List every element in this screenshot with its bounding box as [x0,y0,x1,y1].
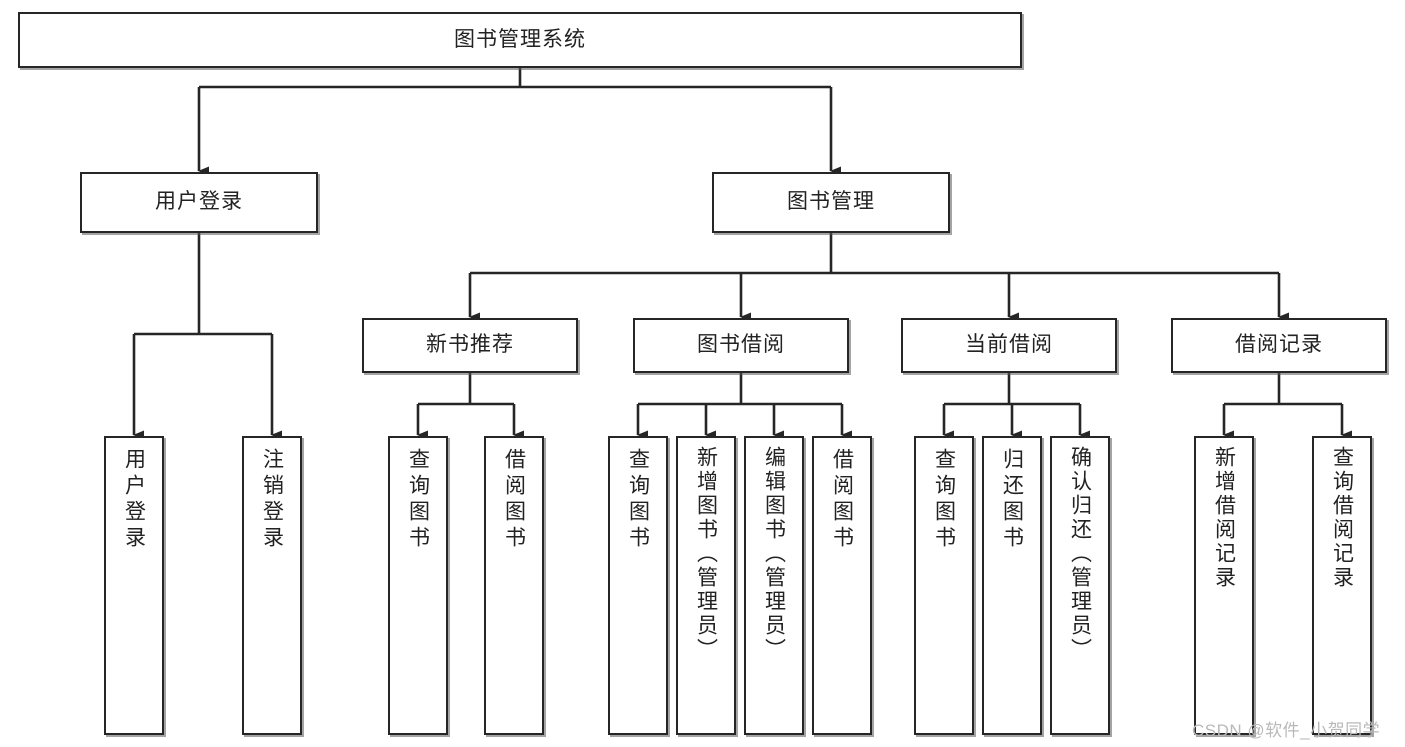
node-label: 新书推荐 [426,333,514,357]
leaf-logout[interactable]: 注销登录 [242,436,302,735]
leaf-query-book-current[interactable]: 查询图书 [914,436,974,735]
node-label: 借阅图书 [830,448,854,552]
leaf-query-book-borrow[interactable]: 查询图书 [608,436,668,735]
node-label: 借阅图书 [502,448,526,552]
node-label: 注销登录 [260,448,284,552]
node-label: 图书管理 [787,190,875,214]
node-label: 查询借阅记录 [1330,446,1354,590]
csdn-watermark: CSDN @软件_小贺同学 [1192,721,1381,740]
leaf-user-login[interactable]: 用户登录 [104,436,164,735]
node-label: 图书借阅 [697,333,785,357]
node-label: 编辑图书（管理员） [762,446,786,662]
node-user-login[interactable]: 用户登录 [80,172,318,233]
node-label: 确认归还（管理员） [1068,446,1092,662]
node-label: 查询图书 [406,448,430,552]
edges-group [132,68,1352,440]
node-label: 新增图书（管理员） [694,446,718,662]
node-label: 用户登录 [155,190,243,214]
leaf-query-borrow-record[interactable]: 查询借阅记录 [1312,436,1372,735]
node-label: 归还图书 [1000,448,1024,552]
node-label: 用户登录 [122,448,146,552]
node-label: 借阅记录 [1235,333,1323,357]
leaf-borrow-book-recommend[interactable]: 借阅图书 [484,436,544,735]
node-new-book-recommend[interactable]: 新书推荐 [362,318,578,373]
node-root-system[interactable]: 图书管理系统 [18,12,1022,68]
node-borrow-record[interactable]: 借阅记录 [1171,318,1387,373]
node-label: 图书管理系统 [454,27,586,51]
leaf-query-book-recommend[interactable]: 查询图书 [388,436,448,735]
node-label: 查询图书 [932,448,956,552]
node-label: 当前借阅 [965,333,1053,357]
node-book-management[interactable]: 图书管理 [712,172,950,233]
leaf-borrow-book[interactable]: 借阅图书 [812,436,872,735]
leaf-return-book[interactable]: 归还图书 [982,436,1042,735]
node-label: 新增借阅记录 [1212,446,1236,590]
leaf-confirm-return-admin[interactable]: 确认归还（管理员） [1050,436,1110,735]
leaf-edit-book-admin[interactable]: 编辑图书（管理员） [744,436,804,735]
node-current-borrow[interactable]: 当前借阅 [901,318,1117,373]
leaf-add-book-admin[interactable]: 新增图书（管理员） [676,436,736,735]
leaf-add-borrow-record[interactable]: 新增借阅记录 [1194,436,1254,735]
node-label: 查询图书 [626,448,650,552]
node-book-borrow[interactable]: 图书借阅 [633,318,849,373]
